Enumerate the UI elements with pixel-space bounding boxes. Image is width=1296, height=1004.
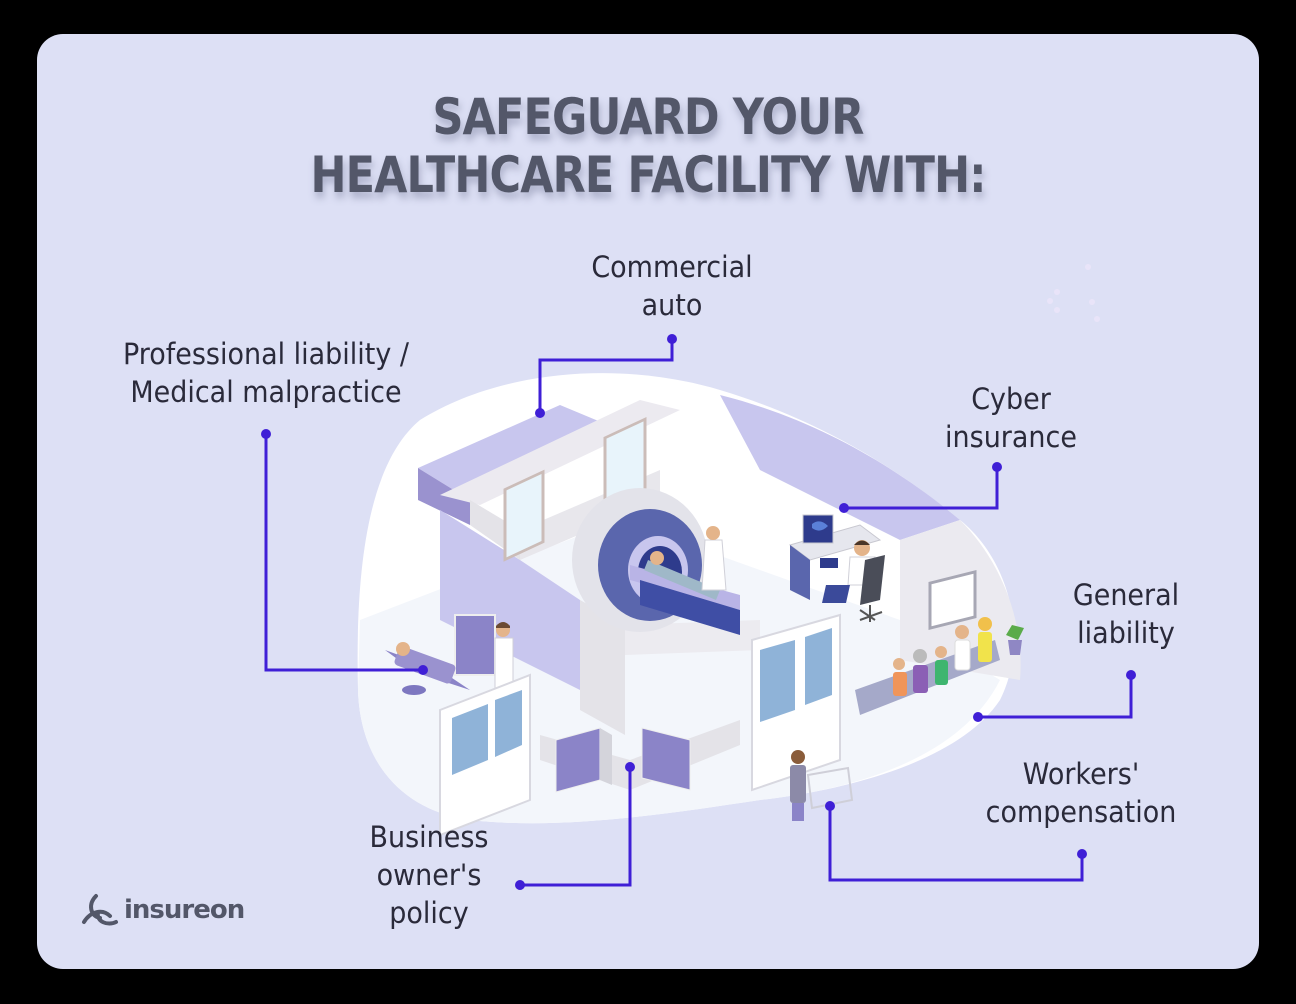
wall-left-room (440, 510, 580, 690)
label-line: auto (641, 288, 703, 322)
label-cyber-insurance: Cyber insurance (908, 380, 1114, 456)
wall-right (720, 395, 960, 540)
sparkle-decoration (1047, 264, 1100, 322)
connector-dots (261, 334, 1136, 890)
connectors (264, 339, 1133, 887)
label-line: Commercial (591, 250, 753, 284)
label-professional-liability: Professional liability / Medical malprac… (74, 335, 457, 411)
label-line: Professional liability / (123, 337, 409, 371)
page-title: SAFEGUARD YOUR HEALTHCARE FACILITY WITH: (91, 88, 1206, 204)
label-workers-compensation: Workers' compensation (959, 755, 1203, 831)
title-line-2: HEALTHCARE FACILITY WITH: (310, 146, 986, 204)
waiting-patients (893, 617, 992, 696)
label-line: Cyber (971, 382, 1051, 416)
wall-top-left (418, 405, 620, 500)
label-commercial-auto: Commercial auto (549, 248, 795, 324)
label-line: Business (369, 820, 489, 854)
label-line: General (1072, 578, 1180, 612)
label-line: liability (1077, 616, 1175, 650)
label-line: Medical malpractice (130, 375, 402, 409)
connector-commercial-auto (538, 339, 674, 413)
connector-workers-compensation (828, 806, 1084, 882)
connector-cyber-insurance (844, 467, 999, 510)
label-line: Workers' (1022, 757, 1140, 791)
plant-icon (1006, 625, 1024, 655)
insureon-trefoil-icon (82, 894, 118, 926)
label-line: insurance (945, 420, 1077, 454)
cabinet-left (454, 614, 496, 676)
label-business-owners-policy: Business owner's policy (346, 818, 512, 932)
label-line: compensation (985, 795, 1177, 829)
label-general-liability: General liability (1046, 576, 1206, 652)
label-line: owner's (376, 858, 482, 892)
connector-general-liability (978, 675, 1133, 719)
connector-professional-liability (264, 434, 423, 672)
label-line: policy (389, 896, 469, 930)
insureon-logo: insureon (80, 892, 245, 928)
wall-chart (928, 570, 977, 630)
title-line-1: SAFEGUARD YOUR (432, 88, 864, 146)
connector-business-owners-policy (520, 767, 632, 887)
logo-text: insureon (124, 895, 245, 925)
cabinets-bottom (555, 727, 691, 793)
